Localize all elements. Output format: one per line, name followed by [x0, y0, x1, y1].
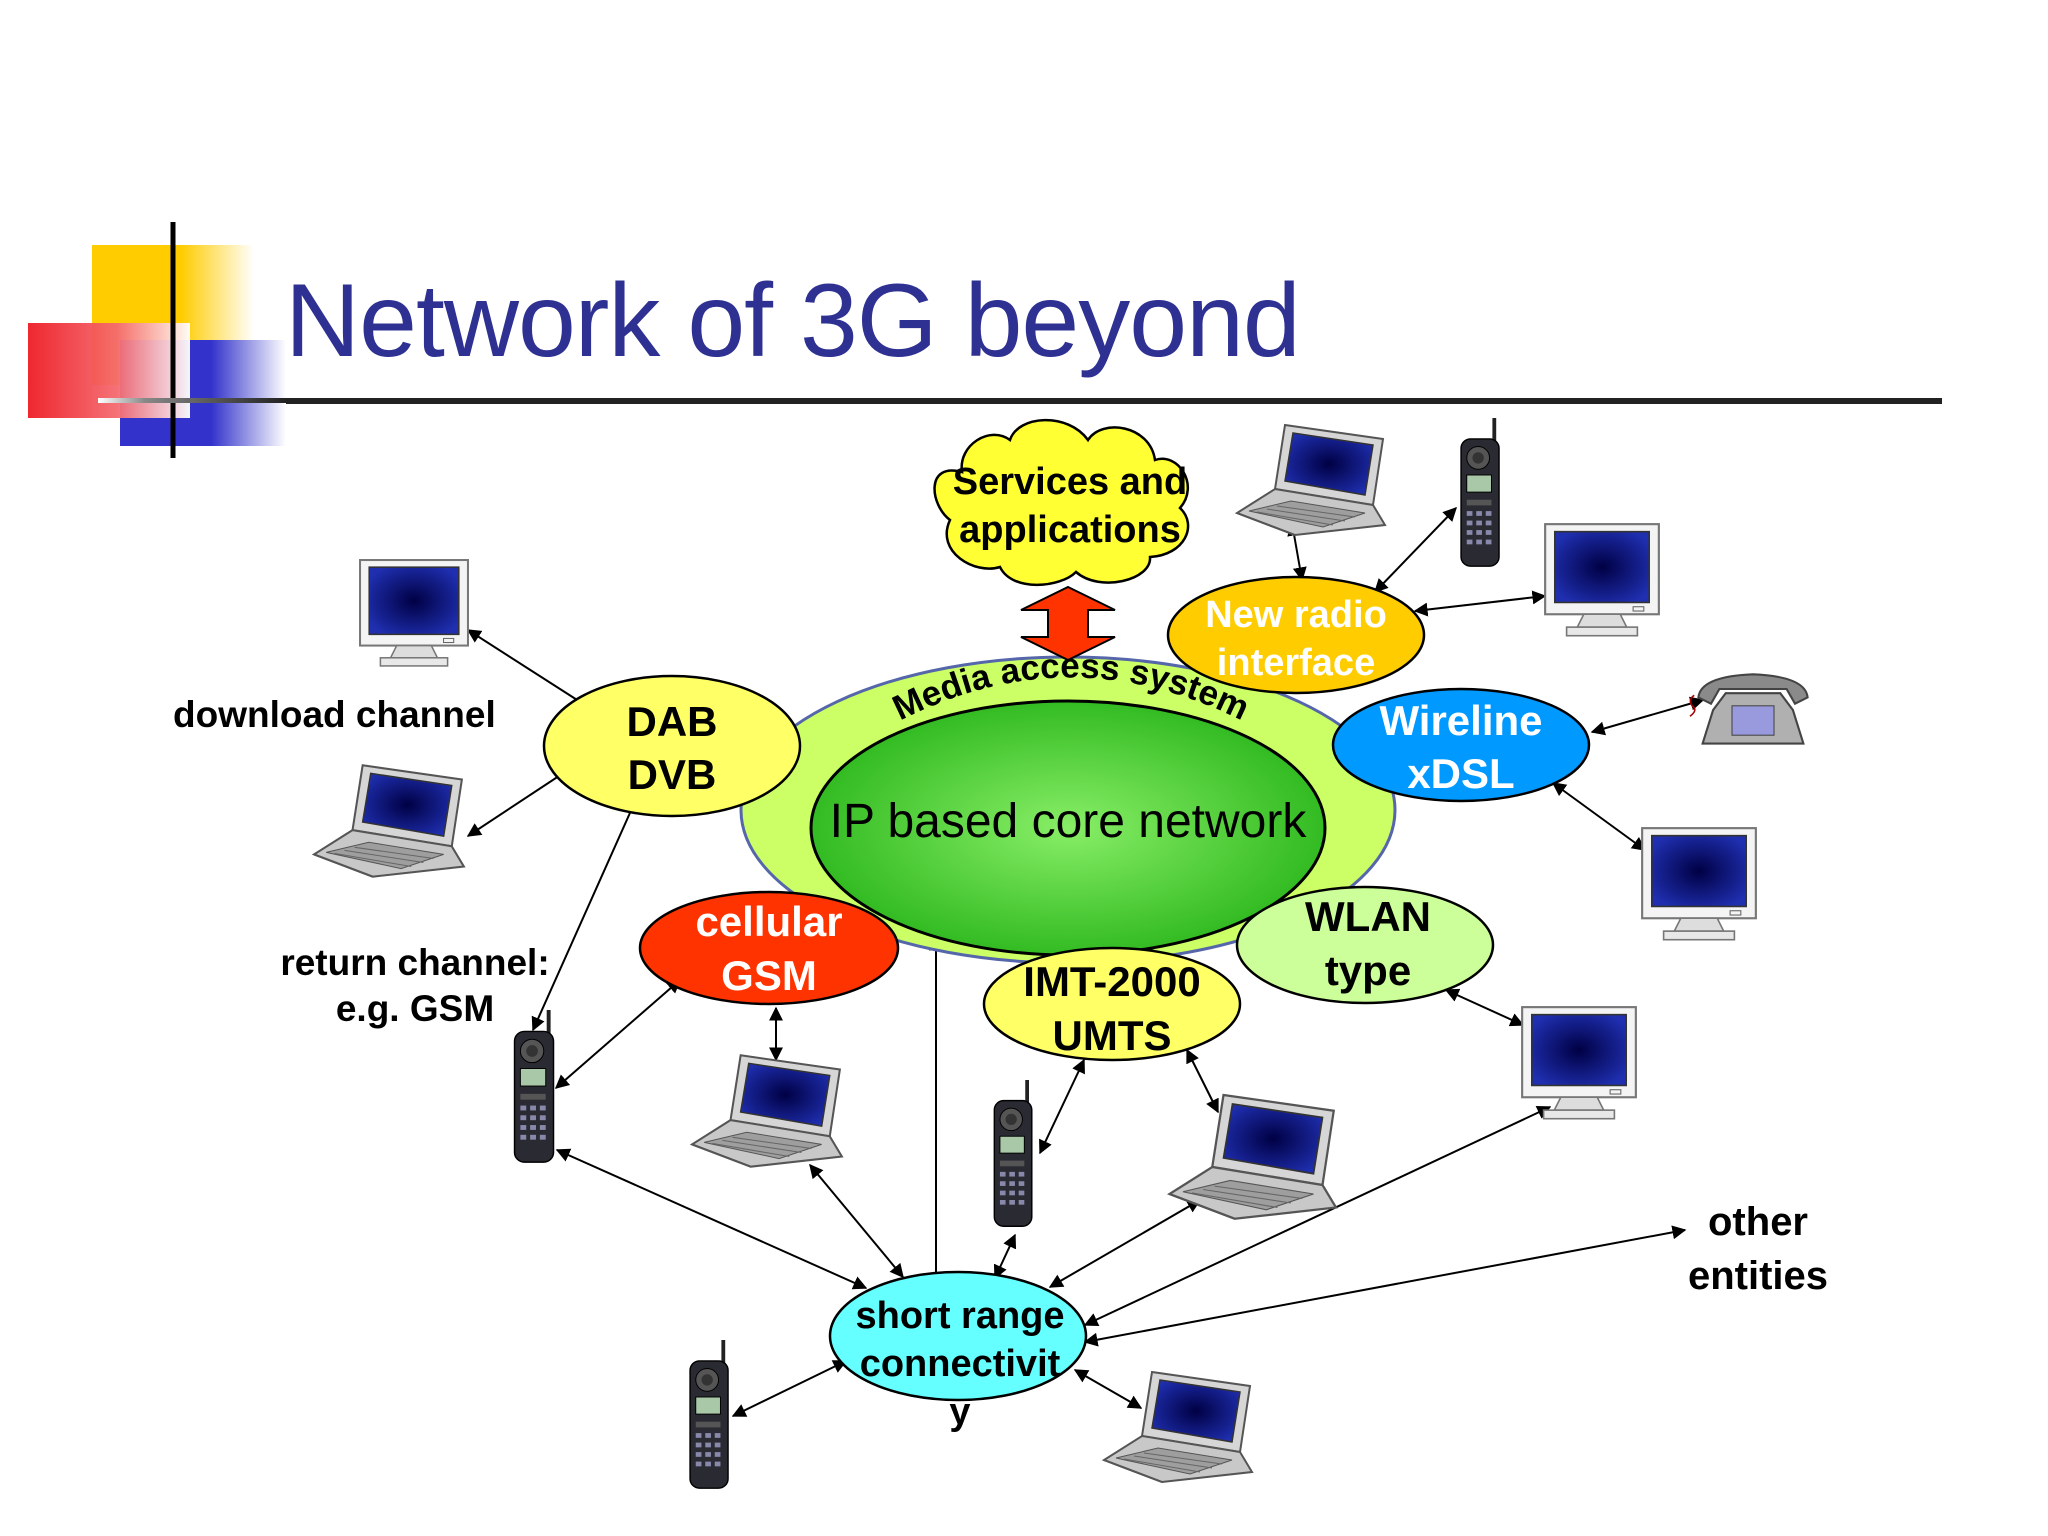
- new-radio-node: [1166, 575, 1426, 695]
- dab-label: DAB DVB: [572, 695, 772, 801]
- wlan-label: WLAN type: [1238, 890, 1498, 998]
- mobile-phone-icon: [1460, 418, 1500, 567]
- cellular-line-1: cellular: [695, 898, 843, 945]
- imt-node: [982, 946, 1242, 1062]
- services-cloud: [933, 418, 1190, 587]
- services-link-arrow: [1020, 585, 1116, 662]
- page-title: Network of 3G beyond: [285, 263, 1301, 379]
- services-line-2: applications: [959, 509, 1181, 551]
- new-radio-line-2: interface: [1216, 642, 1376, 684]
- new-radio-label: New radio interface: [1166, 591, 1426, 687]
- monitor-icon: [1641, 827, 1757, 941]
- wireline-label: Wireline xDSL: [1331, 694, 1591, 800]
- connector-lines: [466, 506, 1705, 1417]
- other-line-2: entities: [1687, 1254, 1829, 1298]
- imt-label: IMT-2000 UMTS: [982, 955, 1242, 1063]
- cellular-line-2: GSM: [721, 952, 817, 999]
- dab-line-1: DAB: [626, 698, 718, 745]
- wlan-node: [1235, 885, 1495, 1005]
- laptop-icon: [1235, 423, 1387, 537]
- short-range-line-3: y: [949, 1391, 971, 1433]
- laptop-icon: [1168, 1093, 1338, 1220]
- other-entities-label: other entities: [1658, 1195, 1858, 1303]
- cellular-label: cellular GSM: [639, 895, 899, 1003]
- telephone-icon: [1688, 673, 1809, 745]
- cellular-node: [638, 890, 900, 1006]
- short-range-line-1: short range: [855, 1295, 1065, 1337]
- imt-line-2: UMTS: [1052, 1012, 1172, 1059]
- imt-line-1: IMT-2000: [1023, 958, 1201, 1005]
- other-line-1: other: [1708, 1200, 1808, 1244]
- wireline-node: [1331, 687, 1591, 803]
- wireline-line-2: xDSL: [1407, 750, 1515, 797]
- return-line-2: e.g. GSM: [335, 988, 495, 1029]
- short-range-label: short range connectivit y: [828, 1292, 1092, 1436]
- return-channel-label: return channel: e.g. GSM: [250, 940, 580, 1032]
- services-label: Services and applications: [945, 458, 1195, 554]
- monitor-icon: [1521, 1006, 1637, 1120]
- monitor-icon: [359, 559, 469, 667]
- laptop-icon: [1102, 1370, 1254, 1484]
- ip-core-label: IP based core network: [830, 795, 1308, 848]
- dab-line-2: DVB: [627, 751, 717, 798]
- services-line-1: Services and: [952, 461, 1188, 503]
- mobile-phone-icon: [689, 1340, 729, 1489]
- mobile-phone-icon: [993, 1080, 1033, 1228]
- wlan-line-1: WLAN: [1305, 893, 1431, 940]
- return-line-1: return channel:: [280, 942, 550, 983]
- download-channel-label: download channel: [173, 694, 496, 735]
- laptop-icon: [313, 764, 465, 878]
- wlan-line-2: type: [1324, 947, 1412, 994]
- dab-node: [542, 674, 802, 818]
- mobile-phone-icon: [513, 1010, 555, 1163]
- title-decoration: [28, 222, 1942, 458]
- monitor-icon: [1544, 523, 1660, 637]
- short-range-line-2: connectivit: [859, 1343, 1061, 1385]
- wireline-line-1: Wireline: [1379, 697, 1543, 744]
- laptop-icon: [691, 1054, 843, 1168]
- new-radio-line-1: New radio: [1205, 594, 1387, 636]
- short-range-node: [828, 1270, 1088, 1402]
